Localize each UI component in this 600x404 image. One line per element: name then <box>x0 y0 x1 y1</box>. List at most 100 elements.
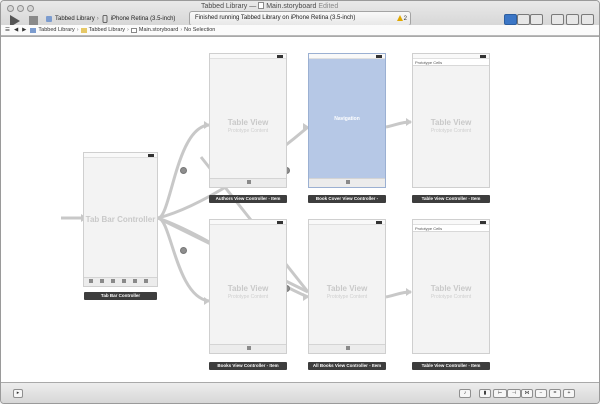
back-arrow-icon[interactable]: ◀ <box>13 27 19 33</box>
activity-status-text: Finished running Tabbed Library on iPhon… <box>195 15 356 21</box>
tab-item-icon <box>346 180 350 184</box>
close-window-button[interactable] <box>7 5 14 12</box>
jump-bar-item-file[interactable]: Main.storyboard <box>130 27 179 33</box>
standard-editor-button[interactable] <box>504 14 517 25</box>
scheme-target-label: Tabbed Library <box>55 16 95 22</box>
jump-bar: ☰ ◀ ▶ Tabbed Library › Tabbed Library › … <box>1 25 599 36</box>
jump-bar-label: No Selection <box>184 27 216 33</box>
scene-title: Navigation <box>334 116 360 122</box>
battery-icon <box>277 55 283 58</box>
jump-bar-item-project[interactable]: Tabbed Library <box>30 27 75 33</box>
scheme-device-label: iPhone Retina (3.5-inch) <box>110 16 176 22</box>
minimize-window-button[interactable] <box>17 5 24 12</box>
arrowhead <box>303 123 309 131</box>
chevron-right-icon: › <box>180 27 183 33</box>
scene-caption[interactable]: Book Cover View Controller - <box>308 195 386 203</box>
battery-icon <box>148 154 154 157</box>
app-target-icon <box>46 16 52 22</box>
tab-item-icon <box>133 279 137 283</box>
assistant-editor-button[interactable] <box>517 14 530 25</box>
navigator-toggle-button[interactable] <box>551 14 564 25</box>
warning-indicator[interactable]: 2 <box>396 15 407 22</box>
jump-bar-item-selection[interactable]: No Selection <box>184 27 215 33</box>
battery-icon <box>480 221 486 224</box>
window-title-doc: Main.storyboard <box>266 3 317 10</box>
tab-bar <box>309 344 385 353</box>
utilities-toggle-button[interactable] <box>581 14 594 25</box>
arrowhead <box>204 297 210 305</box>
status-bar <box>210 220 286 225</box>
scene-caption[interactable]: Table View Controller - Item <box>412 362 490 370</box>
warning-count: 2 <box>403 16 407 22</box>
title-separator: — <box>249 3 257 10</box>
scene-title: Tab Bar Controller <box>85 215 156 224</box>
battery-icon <box>376 55 382 58</box>
tab-bar <box>210 344 286 353</box>
resolve-issues-button[interactable]: ⋈ <box>521 389 533 398</box>
scene-tab-bar-controller[interactable]: Tab Bar Controller <box>83 152 158 287</box>
tab-item-icon <box>346 346 350 350</box>
project-icon <box>30 27 37 33</box>
size-toggle-button[interactable]: ▮ <box>479 389 491 398</box>
scene-authors-view-controller[interactable]: Table View Prototype Content <box>209 53 287 188</box>
segue-relationship-icon[interactable] <box>180 167 187 174</box>
tab-item-icon <box>247 180 251 184</box>
segue-relationship-icon[interactable] <box>180 247 187 254</box>
forward-arrow-icon[interactable]: ▶ <box>22 27 27 33</box>
scene-subtitle: Prototype Content <box>430 294 472 300</box>
scheme-selector[interactable]: Tabbed Library › iPhone Retina (3.5-inch… <box>45 13 175 25</box>
scene-caption[interactable]: All Books View Controller - Item <box>308 362 386 370</box>
zoom-out-icon[interactable]: − <box>535 389 547 398</box>
scene-caption[interactable]: Tab Bar Controller <box>84 292 157 300</box>
window-title-project: Tabbed Library <box>201 3 248 10</box>
tab-bar <box>309 178 385 187</box>
scene-subtitle: Prototype Content <box>326 294 368 300</box>
status-bar <box>210 54 286 59</box>
scene-subtitle: Prototype Content <box>227 294 269 300</box>
scene-title: Table View <box>227 118 269 127</box>
pin-button[interactable]: ⊣ <box>507 389 521 398</box>
activity-viewer: Finished running Tabbed Library on iPhon… <box>189 11 411 26</box>
align-button[interactable]: ⊢ <box>493 389 507 398</box>
scene-books-view-controller[interactable]: Table View Prototype Content <box>209 219 287 354</box>
document-outline-toggle-button[interactable]: ▸ <box>13 389 23 398</box>
jump-bar-item-group[interactable]: Tabbed Library <box>80 27 125 33</box>
zoom-window-button[interactable] <box>27 5 34 12</box>
storyboard-doc-icon <box>258 2 265 9</box>
scene-table-view-controller-bottom[interactable]: Prototype Cells Table View Prototype Con… <box>412 219 490 354</box>
debug-area-toggle-button[interactable] <box>566 14 579 25</box>
microphone-icon[interactable]: ♪ <box>459 389 471 398</box>
battery-icon <box>480 55 486 58</box>
status-bar <box>309 54 385 59</box>
scene-book-cover-view-controller[interactable]: Navigation <box>308 53 386 188</box>
jump-bar-label: Main.storyboard <box>138 27 179 33</box>
storyboard-canvas[interactable]: Tab Bar Controller Tab Bar Controller Ta… <box>1 37 599 382</box>
version-editor-button[interactable] <box>530 14 543 25</box>
chevron-right-icon: › <box>127 27 129 33</box>
edited-label: Edited <box>318 3 339 10</box>
status-bar <box>84 153 157 158</box>
chevron-right-icon: › <box>76 27 79 33</box>
scene-table-view-controller-top[interactable]: Prototype Cells Table View Prototype Con… <box>412 53 490 188</box>
zoom-in-icon[interactable]: + <box>563 389 575 398</box>
window-title: Tabbed Library — Main.storyboard Edited <box>201 2 401 14</box>
zoom-actual-icon[interactable]: = <box>549 389 561 398</box>
scene-subtitle: Prototype Content <box>227 128 269 134</box>
jump-bar-label: Tabbed Library <box>38 27 75 33</box>
scene-all-books-view-controller[interactable]: Table View Prototype Content <box>308 219 386 354</box>
related-items-icon[interactable]: ☰ <box>5 27 10 33</box>
tab-item-icon <box>247 346 251 350</box>
scene-title: Table View <box>430 118 472 127</box>
status-bar <box>413 54 489 59</box>
scene-caption[interactable]: Authors View Controller - Item <box>209 195 287 203</box>
arrowhead <box>204 121 210 129</box>
scene-caption[interactable]: Table View Controller - Item <box>412 195 490 203</box>
iphone-icon <box>102 15 108 23</box>
play-icon[interactable] <box>10 15 20 27</box>
scene-caption[interactable]: Books View Controller - Item <box>209 362 287 370</box>
scene-title: Table View <box>326 284 368 293</box>
tab-bar <box>210 178 286 187</box>
segue-to-authors <box>157 123 210 220</box>
stop-icon[interactable] <box>29 16 38 25</box>
